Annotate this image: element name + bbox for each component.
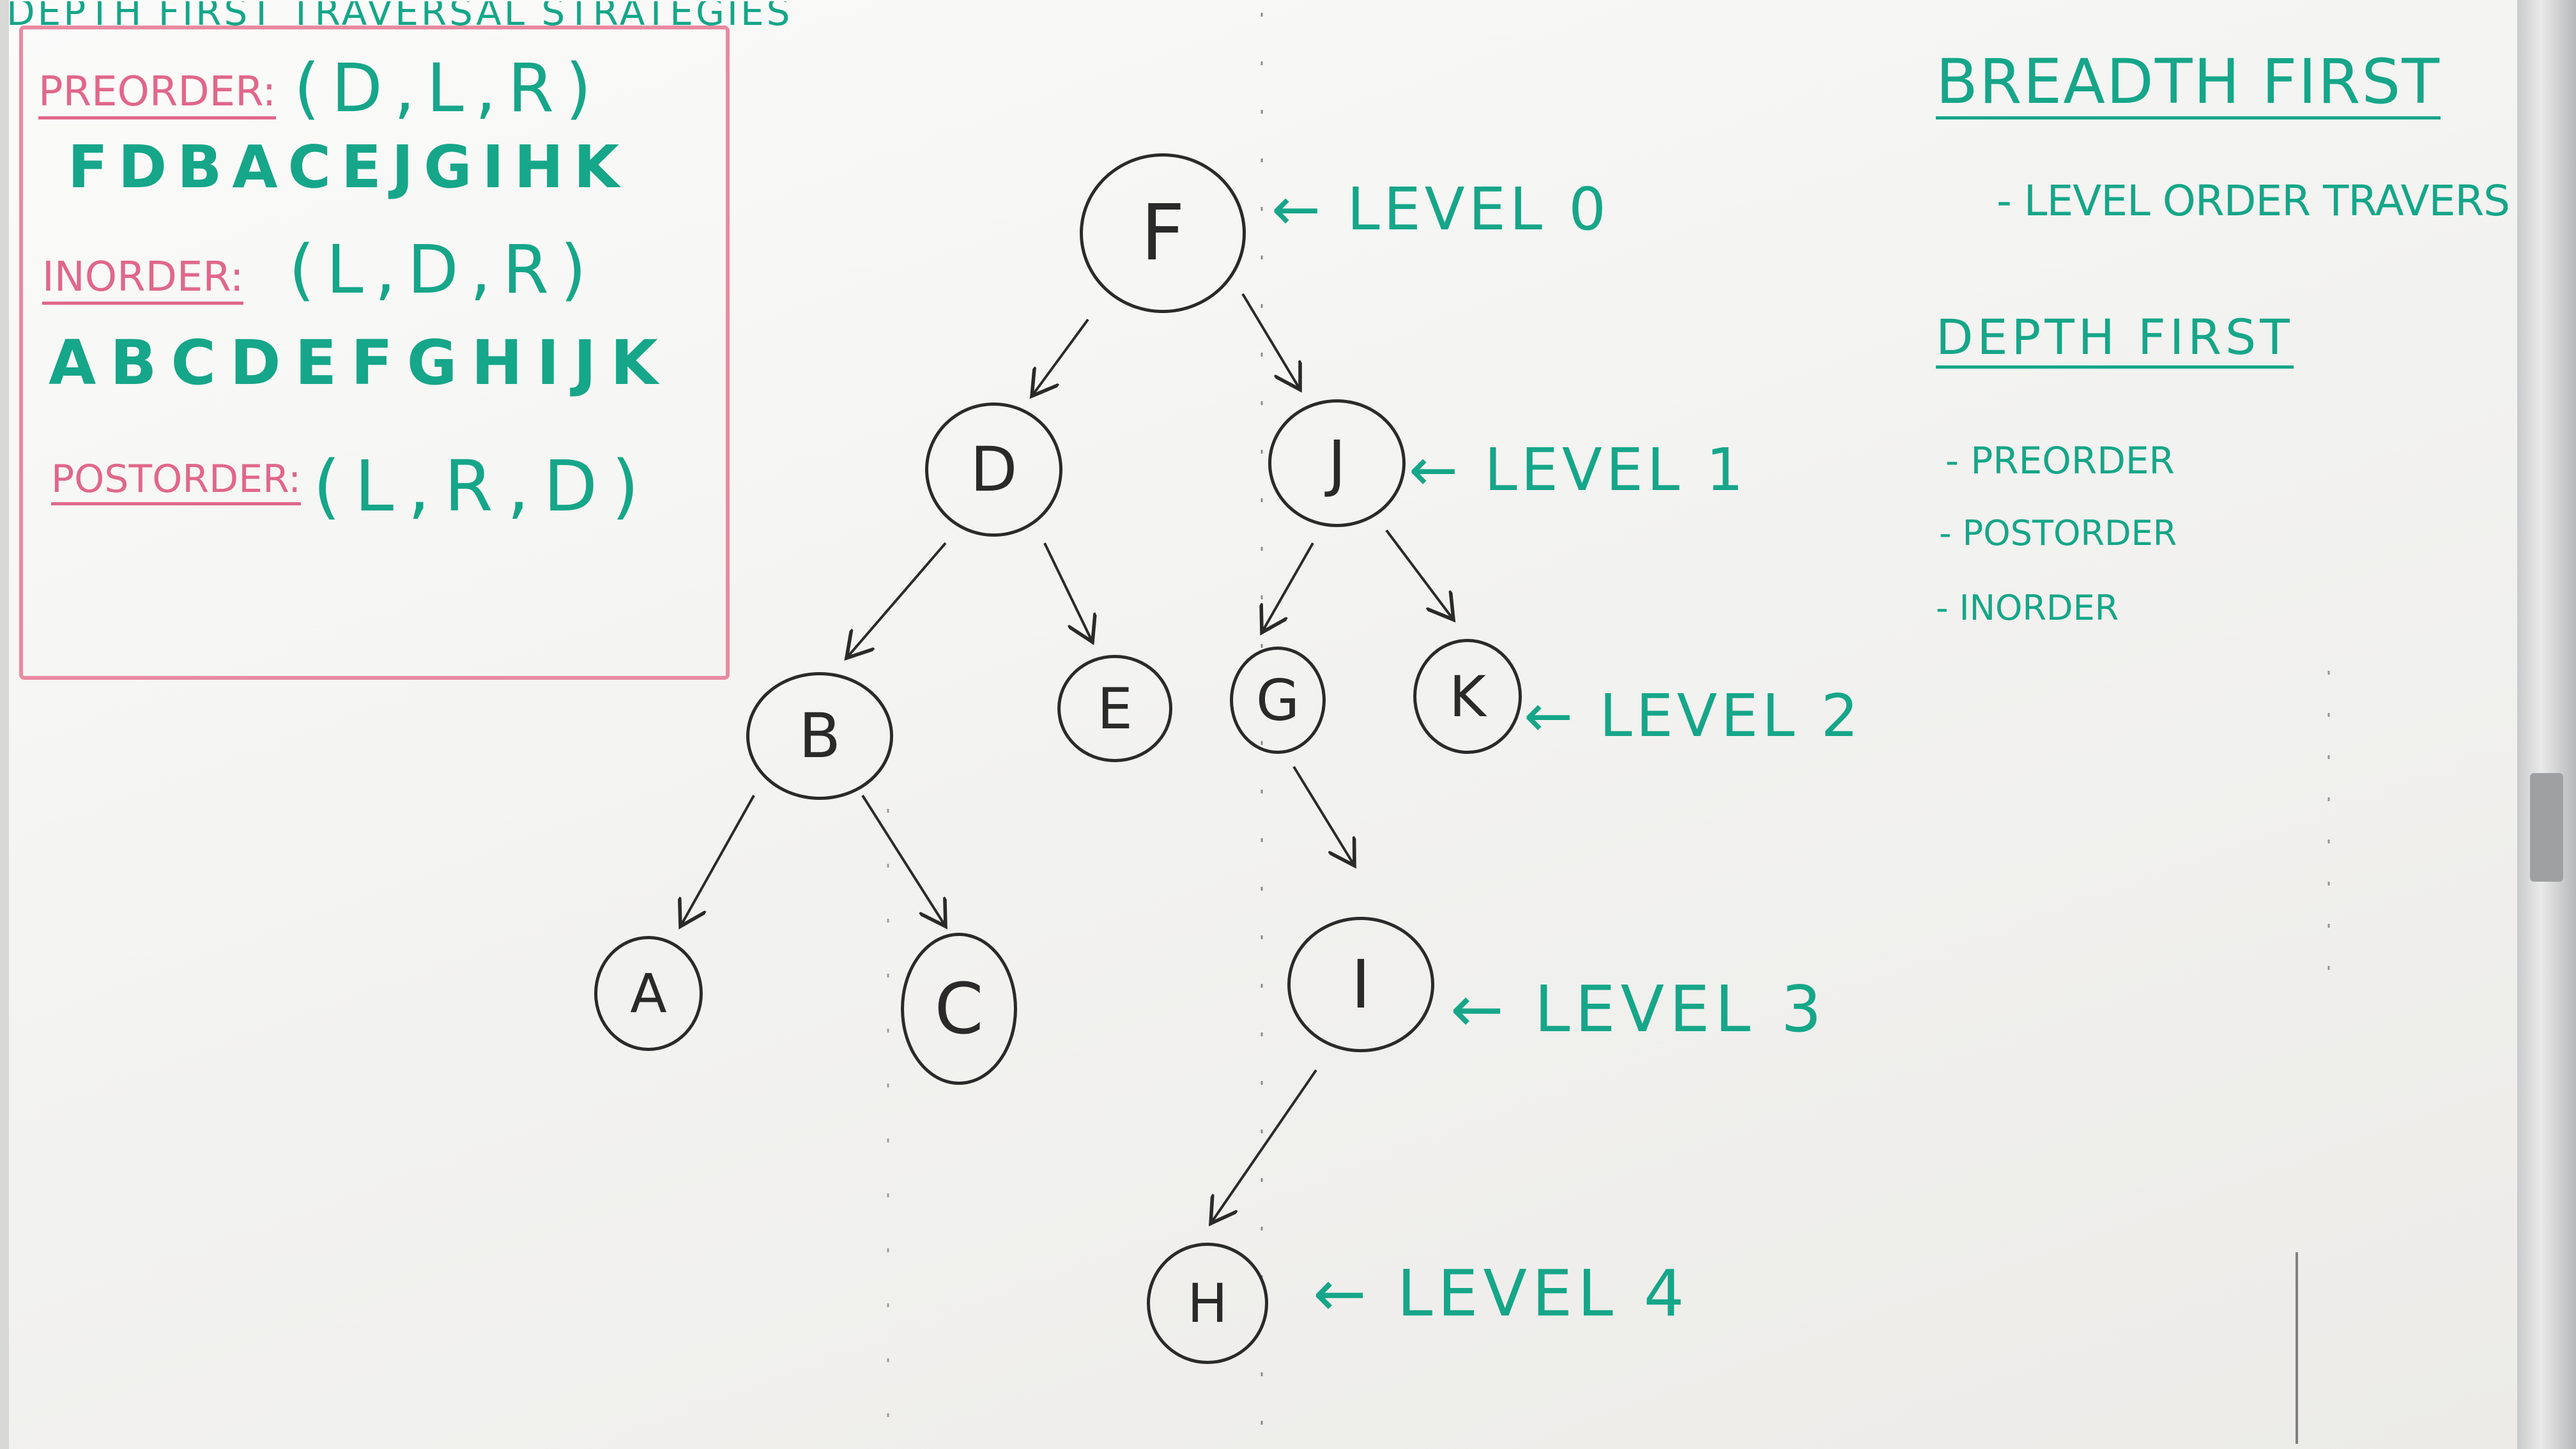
board-frame-right: [2517, 0, 2576, 1449]
inorder-rule: (L,D,R): [289, 231, 598, 309]
depth-first-item-preorder: - PREORDER: [1945, 439, 2175, 482]
edge-b-a: [680, 795, 755, 926]
tree-node-b: B: [746, 672, 893, 800]
board-frame-clip: [2530, 773, 2563, 882]
depth-first-heading: DEPTH FIRST: [1936, 313, 2294, 369]
level-2-label: ← LEVEL 2: [1524, 682, 1862, 750]
depth-first-item-inorder: - INORDER: [1936, 588, 2119, 628]
tree-node-h: H: [1147, 1243, 1268, 1364]
tree-node-c: C: [901, 933, 1017, 1085]
tree-node-j: J: [1268, 399, 1406, 527]
tree-node-g: G: [1230, 647, 1326, 754]
preorder-label: PREORDER:: [38, 72, 277, 119]
edge-d-e: [1043, 542, 1092, 642]
tree-node-i: I: [1287, 917, 1434, 1052]
depth-first-item-postorder: - POSTORDER: [1939, 513, 2177, 553]
preorder-sequence: FDBACEJGIHK: [68, 133, 630, 201]
edge-f-d: [1032, 318, 1089, 396]
level-1-label: ← LEVEL 1: [1409, 436, 1747, 504]
inorder-sequence: ABCDEFGHIJK: [49, 327, 672, 399]
tree-node-a: A: [594, 936, 703, 1051]
breadth-first-item: - LEVEL ORDER TRAVERSAL: [1997, 180, 2508, 222]
inorder-label: INORDER:: [42, 257, 244, 305]
tree-node-d: D: [925, 402, 1062, 537]
tree-node-k: K: [1413, 639, 1522, 754]
level-3-label: ← LEVEL 3: [1450, 972, 1827, 1046]
tree-node-e: E: [1057, 655, 1172, 762]
postorder-rule: (L,R,D): [313, 445, 654, 527]
edge-i-h: [1211, 1069, 1317, 1223]
board-frame-left: [0, 0, 9, 1449]
traversal-rules-box: [19, 26, 730, 680]
edge-b-c: [861, 794, 946, 926]
postorder-label: POSTORDER:: [51, 460, 302, 505]
edge-j-k: [1385, 529, 1453, 620]
left-title: DEPTH FIRST TRAVERSAL STRATEGIES: [6, 0, 793, 34]
preorder-rule: (D,L,R): [294, 49, 603, 127]
edge-d-b: [847, 542, 947, 658]
level-4-label: ← LEVEL 4: [1313, 1256, 1690, 1331]
tree-node-f: F: [1080, 153, 1246, 313]
edge-j-g: [1262, 542, 1314, 632]
breadth-first-heading: BREADTH FIRST: [1936, 51, 2441, 119]
edge-g-i: [1292, 765, 1354, 866]
edge-f-j: [1241, 293, 1300, 390]
level-0-label: ← LEVEL 0: [1271, 175, 1610, 243]
